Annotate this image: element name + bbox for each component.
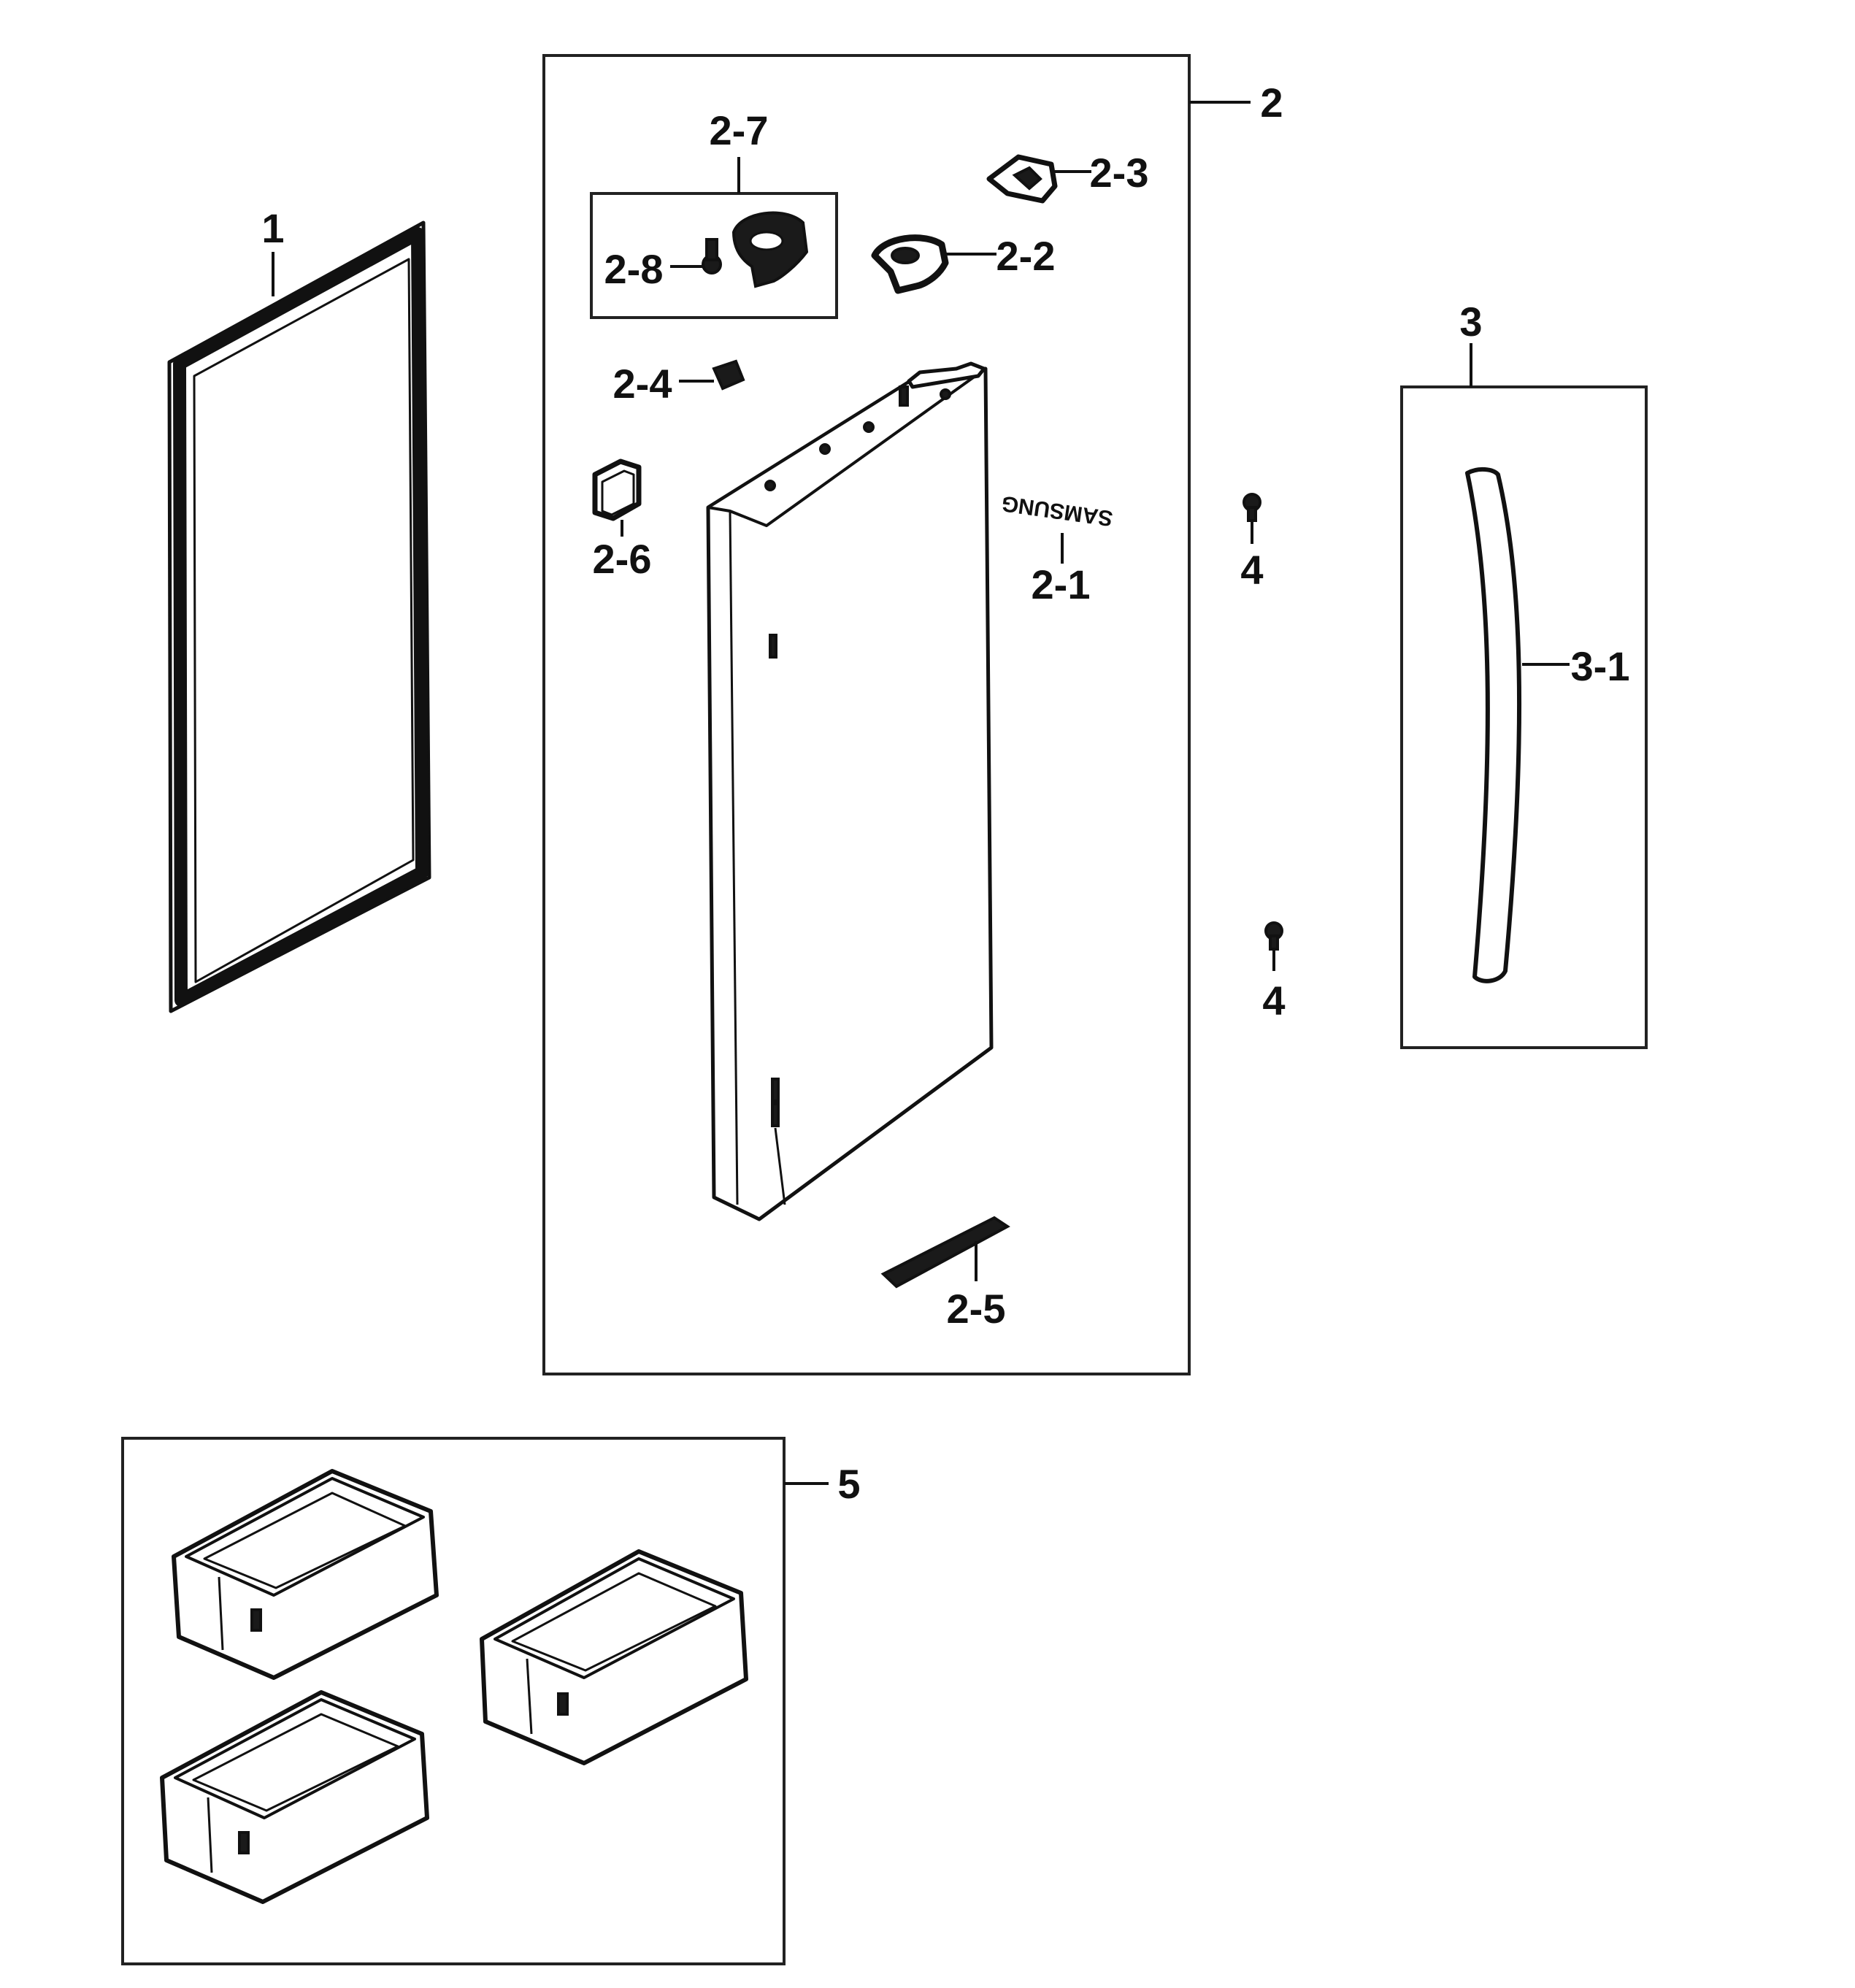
part-2-group-box [542,54,1191,1375]
door-bin-upper-left [172,1469,439,1680]
door-bin-lower-left [160,1690,429,1904]
hinge-screw [670,238,722,275]
part-5-group-box [121,1437,786,1965]
door-bin-middle-right [480,1549,748,1765]
callout-2-3: 2-3 [1090,150,1149,196]
door-bottom-trim [880,1216,1010,1289]
hinge-cap [871,234,996,294]
callout-3: 3 [1459,299,1482,345]
part-3-group-box [1400,385,1648,1049]
hinge-cover [731,211,809,288]
door-stopper [679,359,745,391]
hinge-clip [986,154,1091,204]
door-panel [706,361,994,1221]
door-handle [1465,467,1570,983]
screw-lower [1264,921,1283,971]
callout-2-8: 2-8 [604,246,664,292]
callout-5: 5 [837,1461,860,1507]
part-2-7-group-box [590,192,838,319]
callout-2-2: 2-2 [996,233,1056,279]
callout-2: 2 [1260,80,1283,126]
screw-upper [1243,493,1261,544]
callout-4-lower: 4 [1262,978,1285,1024]
callout-2-1: 2-1 [1032,561,1091,607]
samsung-logo-badge: SAMSUNG [1000,491,1114,564]
door-cap [592,458,642,537]
logo-text: SAMSUNG [1000,491,1114,530]
callout-2-6: 2-6 [593,536,652,582]
door-gasket [167,220,431,1013]
callout-3-1: 3-1 [1571,643,1630,689]
callout-1: 1 [261,205,284,251]
callout-2-7: 2-7 [710,107,769,153]
callout-2-5: 2-5 [947,1286,1006,1332]
callout-2-4: 2-4 [613,361,672,407]
callout-4-upper: 4 [1240,547,1263,593]
